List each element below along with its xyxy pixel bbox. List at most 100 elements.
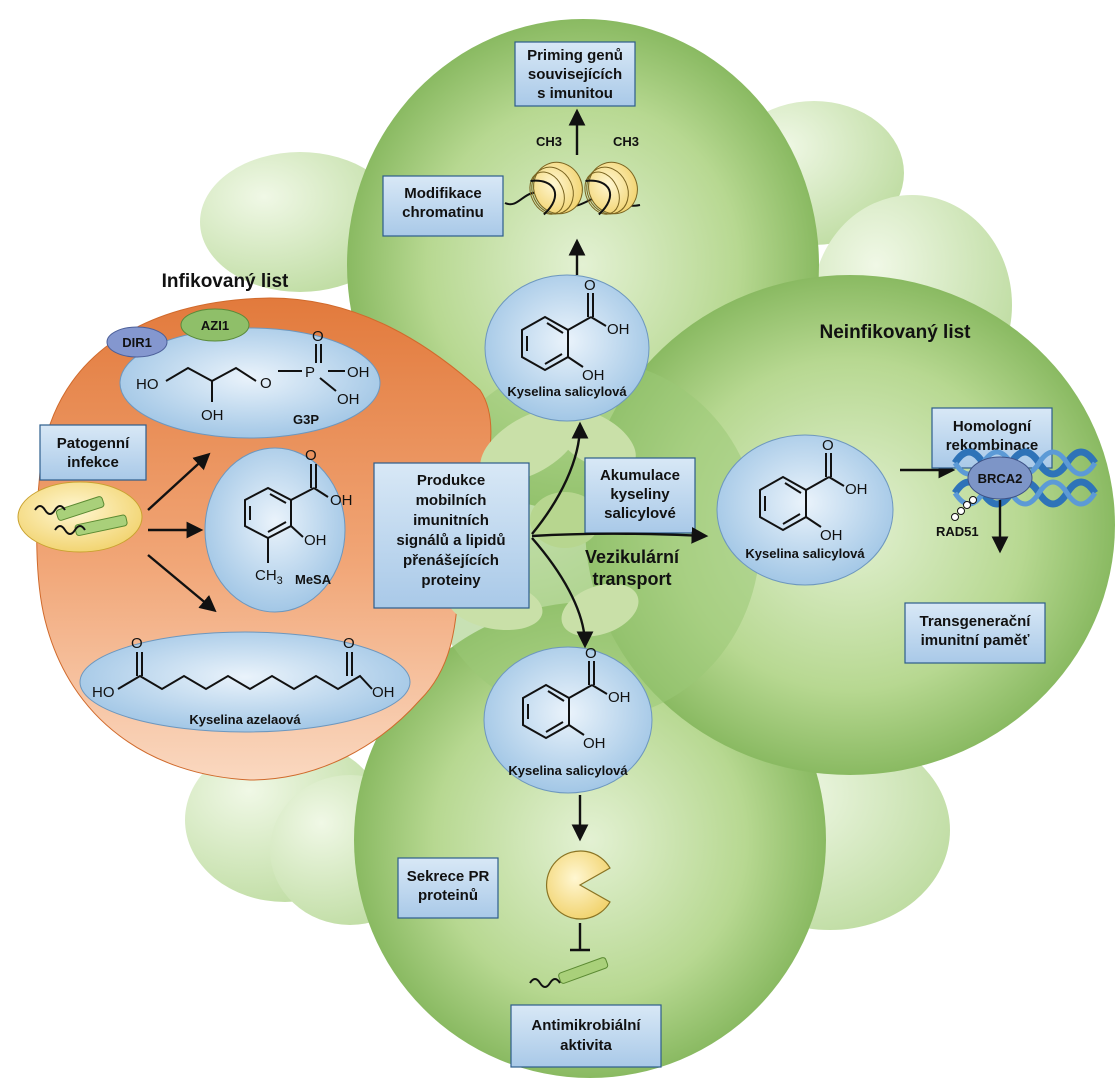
azelaic-ho: HO <box>92 684 115 701</box>
dir1-badge: DIR1 <box>106 326 168 358</box>
priming-box: Priming genů souvisejících s imunitou <box>514 41 636 107</box>
g3p-oh-label: OH <box>201 407 224 424</box>
sa-top-oh-2: OH <box>582 367 605 384</box>
arrow-to-right-sa <box>531 527 709 544</box>
sa-bottom-oh-1: OH <box>608 689 631 706</box>
svg-text:AZI1: AZI1 <box>201 318 229 333</box>
azelaic-acid-ellipse: O O HO OH Kyselina azelaová <box>79 631 411 733</box>
arrow-to-top-sa <box>531 421 589 535</box>
azelaic-o-1: O <box>131 635 143 652</box>
mobile-signals-text-line-3: imunitních <box>413 512 489 529</box>
pathogen-infection-text-line-1: Patogenní <box>57 435 130 452</box>
homologous-recombination-text-line-1: Homologní <box>953 418 1032 435</box>
pathogen-bottom <box>529 957 609 988</box>
arrow-to-bottom-sa <box>531 537 594 649</box>
brca2-badge: BRCA2 <box>967 456 1033 500</box>
pr-secretion-text-line-2: proteinů <box>418 887 478 904</box>
ch3-label-1: CH3 <box>536 134 562 149</box>
pr-secretion-text-line-1: Sekrece PR <box>407 868 490 885</box>
antimicrobial-text-line-1: Antimikrobiální <box>531 1017 641 1034</box>
g3p-oh-label-2: OH <box>347 364 370 381</box>
rad51-beads: RAD51 <box>936 496 979 539</box>
mobile-signals-box: Produkce mobilních imunitních signálů a lip… <box>373 462 530 609</box>
sa-ellipse-top: O OH OH Kyselina salicylová <box>484 274 650 422</box>
azelaic-o-2: O <box>343 635 355 652</box>
g3p-ellipse: HO OH O P O OH OH G3P <box>119 327 381 439</box>
mesa-ch3: CH3 <box>255 567 283 587</box>
mobile-signals-text-line-1: Produkce <box>417 472 485 489</box>
mesa-oh-2: OH <box>304 532 327 549</box>
svg-text:BRCA2: BRCA2 <box>978 471 1023 486</box>
infected-leaf-title: Infikovaný list <box>162 271 289 292</box>
sa-right-oh-2: OH <box>820 527 843 544</box>
g3p-oh-label-3: OH <box>337 391 360 408</box>
chromatin-box: Modifikace chromatinu <box>382 175 504 237</box>
vesicular-transport-text-line-2: transport <box>592 569 671 589</box>
chromatin-text-line-2: chromatinu <box>402 204 484 221</box>
sa-accumulation-text-line-1: Akumulace <box>600 467 680 484</box>
mesa-oh-1: OH <box>330 492 353 509</box>
mesa-o: O <box>305 447 317 464</box>
svg-text:DIR1: DIR1 <box>122 335 152 350</box>
sa-top-o: O <box>584 277 596 294</box>
antimicrobial-box: Antimikrobiální aktivita <box>510 1004 662 1068</box>
g3p-p-label: P <box>305 364 315 381</box>
arrow-to-azelaic <box>147 554 217 613</box>
mesa-label: MeSA <box>295 572 332 587</box>
azelaic-acid-label: Kyselina azelaová <box>189 712 301 727</box>
sa-bottom-label: Kyselina salicylová <box>508 763 628 778</box>
sa-top-label: Kyselina salicylová <box>507 384 627 399</box>
sa-accumulation-text-line-3: salicylové <box>604 505 676 522</box>
sa-bottom-oh-2: OH <box>583 735 606 752</box>
antimicrobial-text-line-2: aktivita <box>560 1037 612 1054</box>
nucleosomes: CH3 CH3 <box>504 134 641 216</box>
g3p-o-label: O <box>260 375 272 392</box>
sa-right-oh-1: OH <box>845 481 868 498</box>
mobile-signals-text-line-2: mobilních <box>416 492 487 509</box>
vesicular-transport-text-line-1: Vezikulární <box>585 547 680 567</box>
pathogen-cell <box>17 481 143 553</box>
pr-protein-pacman <box>546 850 611 920</box>
priming-text-line-2: souvisejících <box>528 66 622 83</box>
pathogen-infection-text-line-2: infekce <box>67 454 119 471</box>
mobile-signals-text-line-4: signálů a lipidů <box>396 532 505 549</box>
priming-text-line-3: s imunitou <box>537 85 613 102</box>
transgenerational-text-line-1: Transgenerační <box>920 613 1032 630</box>
azi1-badge: AZI1 <box>180 308 250 342</box>
sa-right-o: O <box>822 437 834 454</box>
rad51-label: RAD51 <box>936 524 979 539</box>
g3p-label: G3P <box>293 412 319 427</box>
sa-bottom-o: O <box>585 645 597 662</box>
sa-right-label: Kyselina salicylová <box>745 546 865 561</box>
priming-text-line-1: Priming genů <box>527 47 623 64</box>
pathogen-infection-box: Patogenní infekce <box>39 424 147 481</box>
pr-secretion-box: Sekrece PR proteinů <box>397 857 499 919</box>
azelaic-oh: OH <box>372 684 395 701</box>
mesa-ellipse: O OH OH CH3 MeSA <box>204 447 353 613</box>
mobile-signals-text-line-6: proteiny <box>421 572 481 589</box>
arrow-to-g3p <box>147 452 211 511</box>
mobile-signals-text-line-5: přenášejících <box>403 552 499 569</box>
sa-top-oh-1: OH <box>607 321 630 338</box>
uninfected-leaf-title: Neinfikovaný list <box>820 322 972 343</box>
sa-ellipse-right: O OH OH Kyselina salicylová <box>716 434 894 586</box>
inhibition-arrow <box>570 923 590 952</box>
chromatin-text-line-1: Modifikace <box>404 185 482 202</box>
sa-ellipse-bottom: O OH OH Kyselina salicylová <box>483 645 653 794</box>
g3p-o-double-label: O <box>312 328 324 345</box>
sa-accumulation-box: Akumulace kyseliny salicylové <box>584 457 696 534</box>
ch3-label-2: CH3 <box>613 134 639 149</box>
sa-accumulation-text-line-2: kyseliny <box>610 486 670 503</box>
g3p-ho-label: HO <box>136 376 159 393</box>
